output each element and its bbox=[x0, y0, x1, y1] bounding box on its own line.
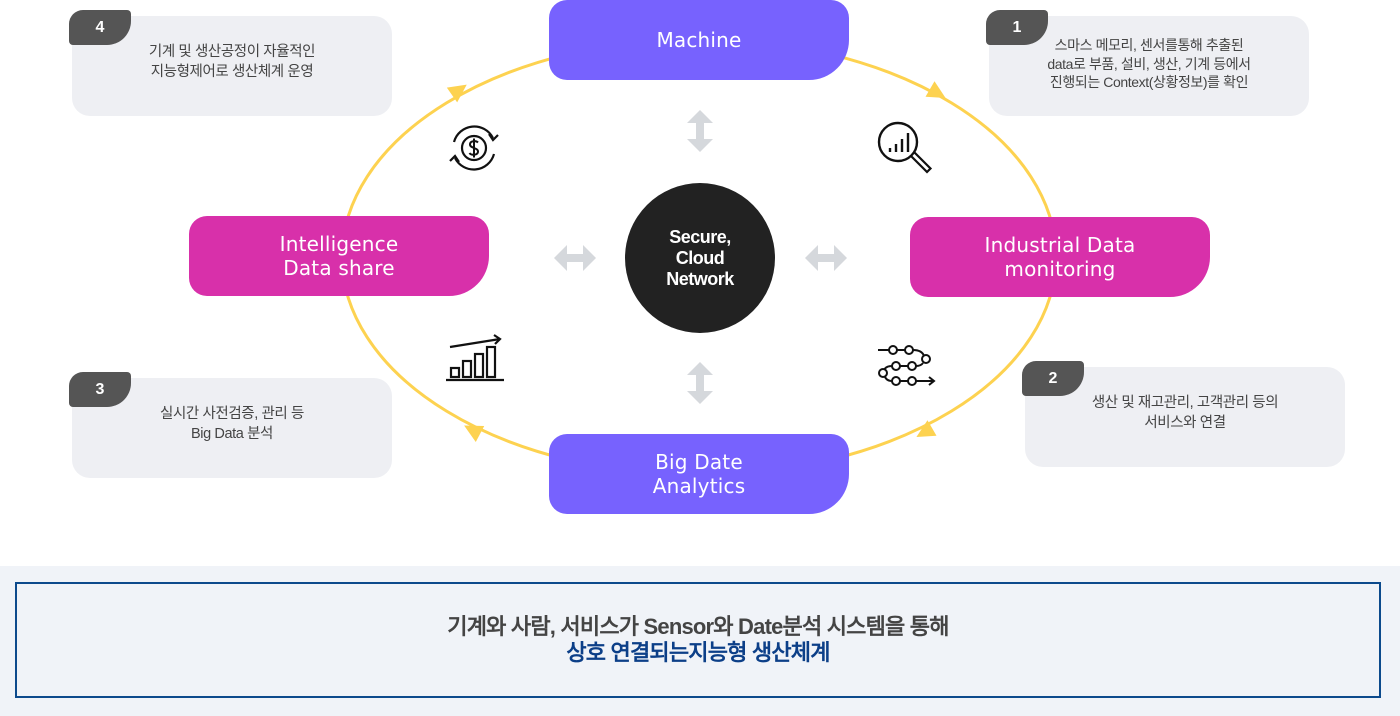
card-2-text: 생산 및 재고관리, 고객관리 등의 서비스와 연결 bbox=[1091, 395, 1279, 431]
card-4-badge: 4 bbox=[69, 10, 131, 45]
summary-box: 기계와 사람, 서비스가 Sensor와 Date분석 시스템을 통해 상호 연… bbox=[15, 582, 1381, 698]
cycle-arrowhead-top-left bbox=[446, 84, 467, 103]
cycle-arrowhead-top-right bbox=[925, 81, 946, 98]
node-industrial-data-monitoring: Industrial Data monitoring bbox=[910, 217, 1210, 297]
cycle-arrowhead-bottom-left bbox=[464, 425, 485, 442]
process-flow-icon bbox=[878, 345, 936, 386]
center-secure-cloud-network: Secure, Cloud Network bbox=[625, 183, 775, 333]
magnifier-chart-icon bbox=[877, 121, 933, 174]
growth-chart-icon bbox=[446, 334, 504, 382]
summary-section: 기계와 사람, 서비스가 Sensor와 Date분석 시스템을 통해 상호 연… bbox=[0, 566, 1400, 716]
card-1-text: 스마스 메모리, 센서를통해 추출된 data로 부품, 설비, 생산, 기계 … bbox=[1047, 37, 1251, 90]
smart-factory-diagram: 4 기계 및 생산공정이 자율적인 지능형제어로 생산체계 운영 1 스마스 메… bbox=[69, 0, 1345, 514]
summary-line-1: 기계와 사람, 서비스가 Sensor와 Date분석 시스템을 통해 bbox=[447, 614, 949, 639]
vertical-double-arrow-icon bbox=[687, 110, 713, 152]
card-1: 1 스마스 메모리, 센서를통해 추출된 data로 부품, 설비, 생산, 기… bbox=[986, 10, 1309, 116]
horizontal-double-arrow-icon bbox=[554, 245, 596, 271]
card-2: 2 생산 및 재고관리, 고객관리 등의 서비스와 연결 bbox=[1022, 361, 1345, 467]
card-3-badge: 3 bbox=[69, 372, 131, 407]
cycle-arrowhead-bottom-right bbox=[916, 420, 937, 437]
node-intelligence-data-share: Intelligence Data share bbox=[189, 216, 489, 296]
summary-line-2: 상호 연결되는지능형 생산체계 bbox=[566, 640, 830, 665]
card-2-badge: 2 bbox=[1022, 361, 1084, 396]
money-cycle-icon bbox=[449, 125, 499, 171]
card-1-badge: 1 bbox=[986, 10, 1048, 45]
card-3-text: 실시간 사전검증, 관리 등 Big Data 분석 bbox=[160, 406, 304, 442]
node-machine: Machine bbox=[549, 0, 849, 80]
card-4: 4 기계 및 생산공정이 자율적인 지능형제어로 생산체계 운영 bbox=[69, 10, 392, 116]
node-big-date-analytics: Big Date Analytics bbox=[549, 434, 849, 514]
card-4-text: 기계 및 생산공정이 자율적인 지능형제어로 생산체계 운영 bbox=[148, 44, 316, 80]
card-3: 3 실시간 사전검증, 관리 등 Big Data 분석 bbox=[69, 372, 392, 478]
horizontal-double-arrow-icon bbox=[805, 245, 847, 271]
vertical-double-arrow-icon bbox=[687, 362, 713, 404]
